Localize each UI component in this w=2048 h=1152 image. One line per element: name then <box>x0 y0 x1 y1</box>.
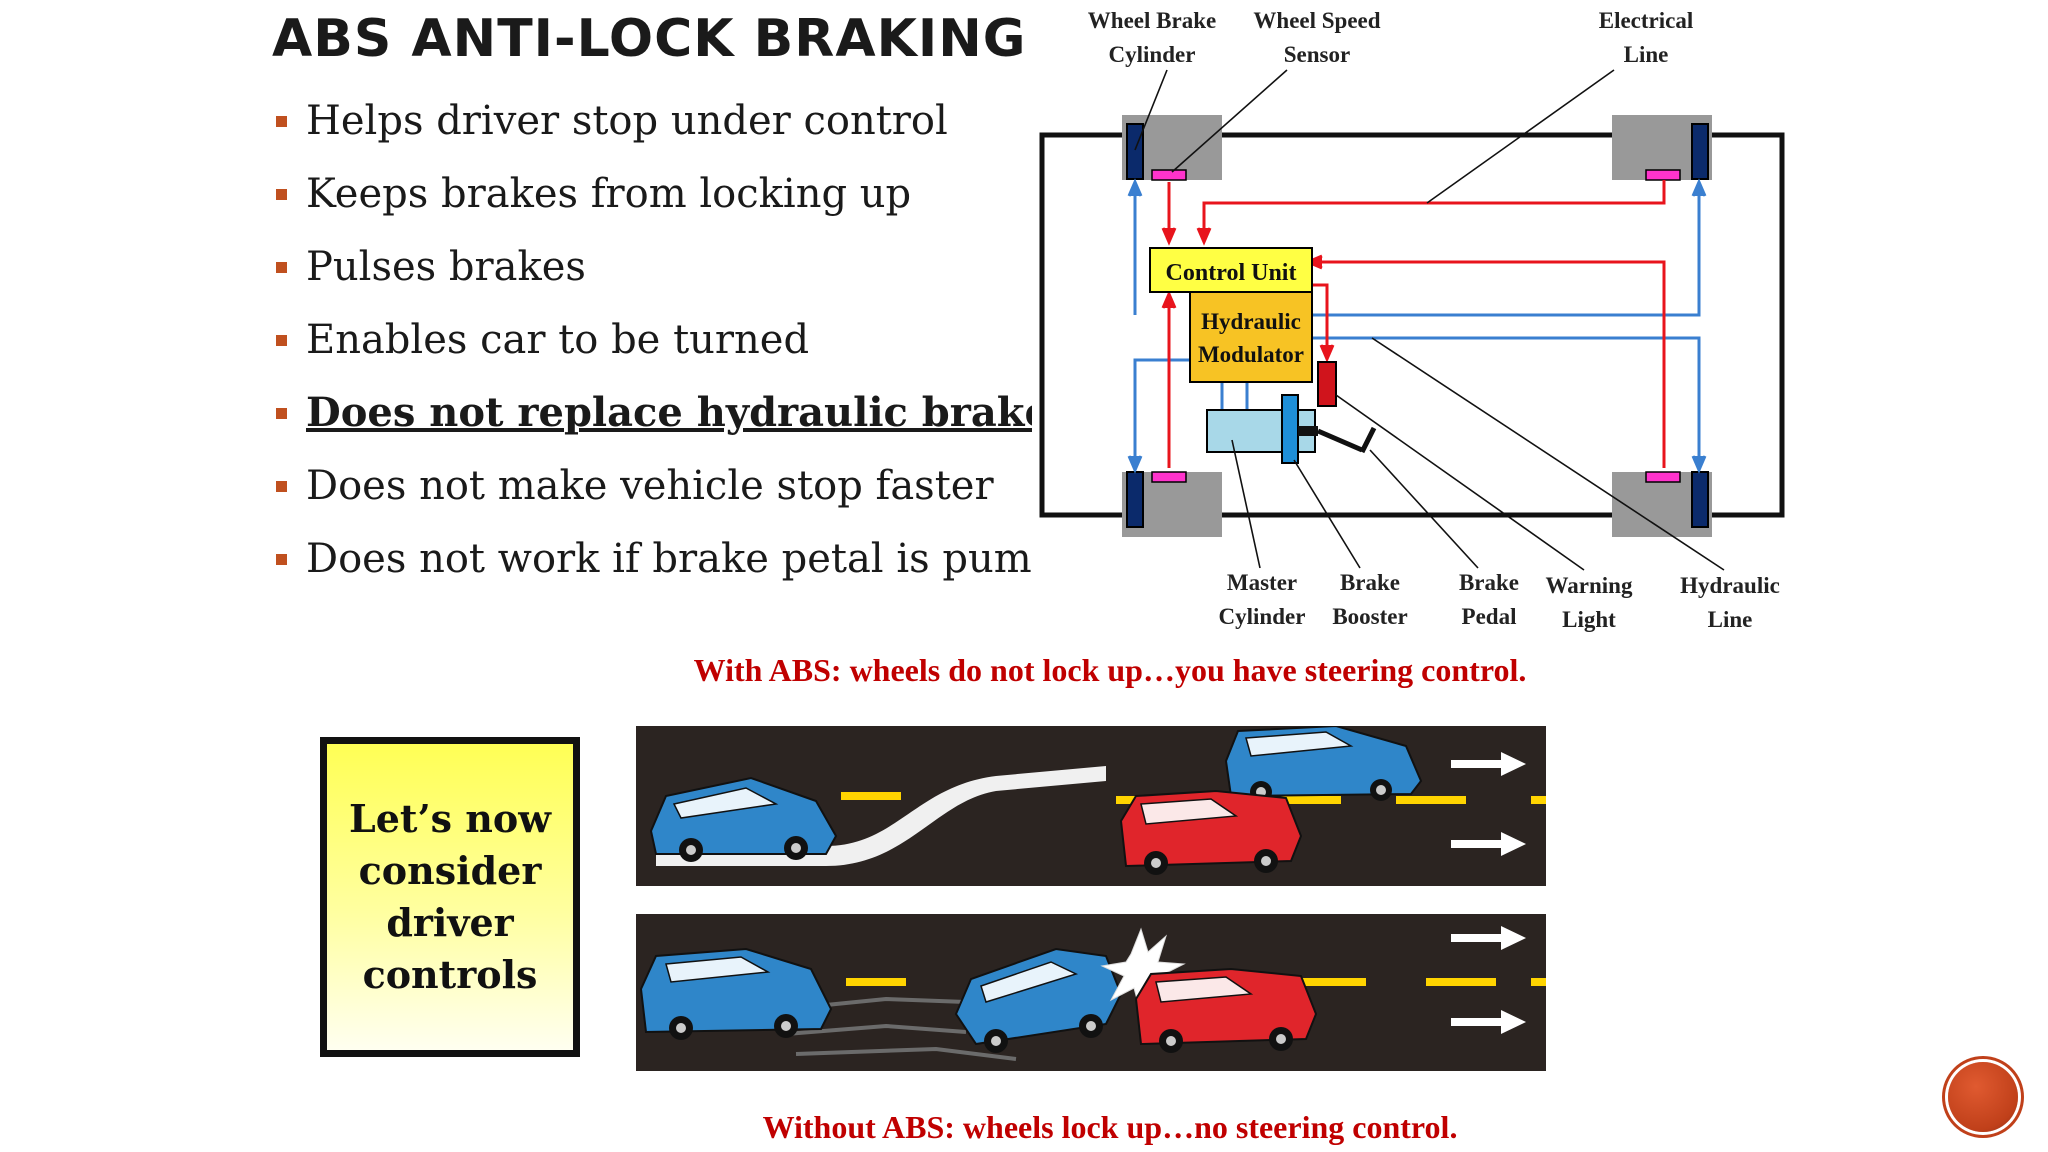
label-brake-booster: Booster <box>1332 604 1407 629</box>
label-warning-light: Light <box>1562 607 1616 632</box>
bullet-item: Keeps brakes from locking up <box>272 163 1032 236</box>
blue-car-steering <box>1224 726 1423 803</box>
brake-cylinder <box>1691 123 1709 180</box>
hydraulic-modulator <box>1189 291 1313 383</box>
leader-lines <box>1134 69 1725 571</box>
blue-car-stopped <box>639 947 833 1040</box>
label-wheel-brake-cylinder: Cylinder <box>1109 42 1196 67</box>
label-electrical-line: Electrical <box>1599 8 1694 33</box>
callout-text: Let’s now consider driver controls <box>349 796 551 997</box>
control-unit-label: Control Unit <box>1166 260 1297 286</box>
red-car <box>1119 789 1303 875</box>
illustration-without-abs <box>636 914 1546 1071</box>
next-slide-icon[interactable] <box>1948 1062 2018 1132</box>
brake-cylinder <box>1691 471 1709 528</box>
label-master-cylinder: Cylinder <box>1219 604 1306 629</box>
label-hydraulic-line: Line <box>1708 607 1753 632</box>
skid-marks <box>656 766 1106 866</box>
abs-system-diagram: Wheel Brake Cylinder Wheel Speed Sensor … <box>1039 8 1785 632</box>
bullet-marker-icon <box>276 116 287 127</box>
brake-cylinder <box>1126 123 1144 180</box>
bullet-marker-icon <box>276 554 287 565</box>
illustration-with-abs <box>636 726 1546 886</box>
wheel-speed-sensor <box>1645 169 1681 181</box>
brake-booster <box>1281 394 1299 464</box>
wheel-speed-sensor <box>1645 471 1681 483</box>
bullet-item: Helps driver stop under control <box>272 90 1032 163</box>
warning-light <box>1317 361 1337 407</box>
wheel-speed-sensor <box>1151 169 1187 181</box>
label-brake-pedal: Pedal <box>1462 604 1517 629</box>
label-wheel-brake-cylinder: Wheel Brake <box>1088 8 1216 33</box>
red-car-hit <box>1134 967 1318 1053</box>
wheel-assemblies <box>1122 115 1712 537</box>
bullet-item: Does not work if brake petal is pump <box>272 528 1032 601</box>
direction-arrows <box>1451 926 1526 1034</box>
label-wheel-speed-sensor: Wheel Speed <box>1253 8 1380 33</box>
label-electrical-line: Line <box>1624 42 1669 67</box>
label-hydraulic-line: Hydraulic <box>1680 573 1780 598</box>
callout-box: Let’s now consider driver controls <box>320 737 580 1057</box>
bullet-marker-icon <box>276 481 287 492</box>
wheel-speed-sensor <box>1151 471 1187 483</box>
bullet-marker-icon <box>276 262 287 273</box>
bullet-list: Helps driver stop under control Keeps br… <box>272 90 1032 601</box>
label-brake-pedal: Brake <box>1459 570 1519 595</box>
bullet-marker-icon <box>276 408 287 419</box>
label-brake-booster: Brake <box>1340 570 1400 595</box>
blue-car-skidding <box>954 947 1123 1053</box>
vehicle-chassis <box>1039 132 1785 518</box>
hydraulic-modulator-label: Modulator <box>1198 342 1304 367</box>
label-warning-light: Warning <box>1546 573 1633 598</box>
control-unit <box>1149 247 1313 293</box>
lane-markings <box>846 978 1546 986</box>
electrical-lines <box>1161 180 1666 468</box>
hydraulic-lines <box>1127 178 1707 474</box>
bullet-marker-icon <box>276 189 287 200</box>
bullet-item: Enables car to be turned <box>272 309 1032 382</box>
direction-arrows <box>1451 752 1526 856</box>
bullet-item-emphasized: Does not replace hydraulic brakes <box>272 382 1032 455</box>
caption-with-abs: With ABS: wheels do not lock up…you have… <box>693 652 1527 688</box>
caption-without-abs: Without ABS: wheels lock up…no steering … <box>762 1109 1458 1145</box>
label-wheel-speed-sensor: Sensor <box>1284 42 1350 67</box>
brake-pedal <box>1298 426 1377 454</box>
bullet-item: Does not make vehicle stop faster <box>272 455 1032 528</box>
bullet-marker-icon <box>276 335 287 346</box>
bullet-item: Pulses brakes <box>272 236 1032 309</box>
label-master-cylinder: Master <box>1227 570 1297 595</box>
slide-title: ABS ANTI-LOCK BRAKING SYST <box>272 9 1032 69</box>
blue-car-braking <box>649 776 838 862</box>
hydraulic-modulator-label: Hydraulic <box>1201 309 1301 334</box>
brake-cylinder <box>1126 471 1144 528</box>
